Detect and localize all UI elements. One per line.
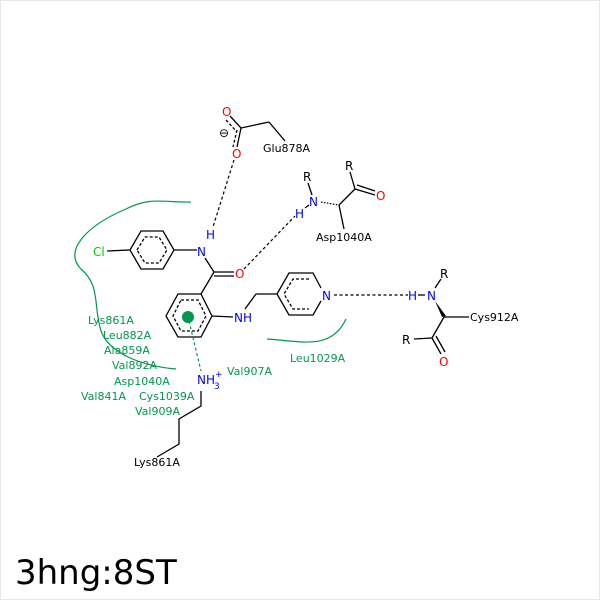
subscript: 3	[214, 382, 220, 392]
bond	[204, 257, 215, 273]
hydrophobic-label: Asp1040A	[114, 375, 170, 388]
residue-label: Cys912A	[470, 311, 519, 324]
hydrophobic-label: Leu882A	[103, 329, 152, 342]
residue-label: Glu878A	[263, 142, 311, 155]
minus-charge-icon: ⊖	[219, 126, 229, 140]
residue-lys861: NH 3 + Lys861A	[134, 320, 223, 469]
atom-r: R	[303, 170, 311, 184]
hydrophobic-label: Val907A	[227, 365, 272, 378]
atom-o: O	[232, 147, 241, 161]
atom-o: O	[222, 105, 231, 119]
atom-n: N	[427, 289, 436, 303]
residue-asp1040: R N H R O Asp1040A	[295, 159, 385, 244]
bond	[413, 337, 433, 340]
bond	[244, 293, 257, 310]
bond	[349, 171, 356, 190]
ring	[276, 272, 322, 316]
central-ring: NH	[165, 293, 277, 338]
hbond-asp1040	[243, 215, 296, 270]
pyridine-ring: N	[276, 272, 331, 316]
hbond-glu878	[212, 159, 235, 228]
bond	[200, 271, 215, 295]
hydrophobic-arc-left	[74, 200, 192, 370]
side-chain	[156, 391, 202, 458]
hydrophobic-label: Cys1039A	[139, 390, 195, 403]
bond	[211, 315, 234, 318]
residue-glu878: O O ⊖ Glu878A	[219, 105, 311, 161]
aromatic-ring	[283, 278, 309, 310]
atom-nh3: NH	[197, 373, 215, 387]
bond	[225, 119, 238, 133]
bond	[229, 115, 242, 129]
chlorophenyl-ring: Cl	[93, 230, 197, 270]
bond	[232, 129, 238, 148]
atom-n: N	[197, 245, 206, 259]
atom-h: H	[408, 289, 417, 303]
atom-o: O	[439, 355, 448, 369]
bond	[431, 337, 442, 355]
ring-centroid-icon	[182, 311, 194, 323]
hydrophobic-label: Lys861A	[88, 314, 134, 327]
hydrophobic-label: Leu1029A	[290, 352, 346, 365]
atom-cl: Cl	[93, 245, 105, 259]
bond	[338, 204, 345, 230]
bond	[434, 278, 442, 289]
bond	[338, 188, 356, 206]
hydrophobic-label: Val892A	[112, 359, 157, 372]
hydrophobic-label: Ala859A	[104, 344, 150, 357]
atom-r: R	[345, 159, 353, 173]
atom-h: H	[206, 228, 215, 242]
hydrophobic-arc-leu1029	[266, 318, 347, 343]
ring	[165, 293, 213, 338]
atom-n: N	[309, 195, 318, 209]
plus-charge-icon: +	[215, 370, 223, 380]
bond	[268, 121, 286, 142]
wedge-bond	[435, 301, 446, 317]
aromatic-ring	[136, 236, 168, 264]
bond	[431, 316, 445, 339]
diagram-title: 3hng:8ST	[15, 553, 177, 593]
aromatic-ring	[172, 299, 207, 332]
bond	[356, 184, 376, 192]
atom-o: O	[235, 267, 244, 281]
hydrophobic-labels: Lys861A Leu882A Ala859A Val892A Asp1040A…	[81, 314, 346, 418]
residue-label: Lys861A	[134, 456, 180, 469]
atom-r: R	[402, 333, 410, 347]
bond	[307, 182, 313, 196]
atom-nh: NH	[234, 311, 252, 325]
bond	[435, 335, 446, 353]
residue-label: Asp1040A	[316, 231, 372, 244]
bond	[106, 249, 131, 252]
atom-o: O	[376, 189, 385, 203]
residue-cys912: H N R Cys912A O R	[402, 267, 519, 369]
bond	[236, 127, 242, 148]
bond	[240, 121, 270, 129]
hashed-bond	[320, 201, 340, 206]
cation-pi-interaction	[188, 320, 202, 372]
amide-group: N H O	[197, 228, 244, 295]
atom-n: N	[322, 289, 331, 303]
hydrophobic-label: Val909A	[135, 405, 180, 418]
atom-h: H	[295, 207, 304, 221]
hydrophobic-label: Val841A	[81, 390, 126, 403]
bond	[304, 204, 310, 209]
atom-r: R	[440, 267, 448, 281]
bond	[354, 188, 376, 196]
